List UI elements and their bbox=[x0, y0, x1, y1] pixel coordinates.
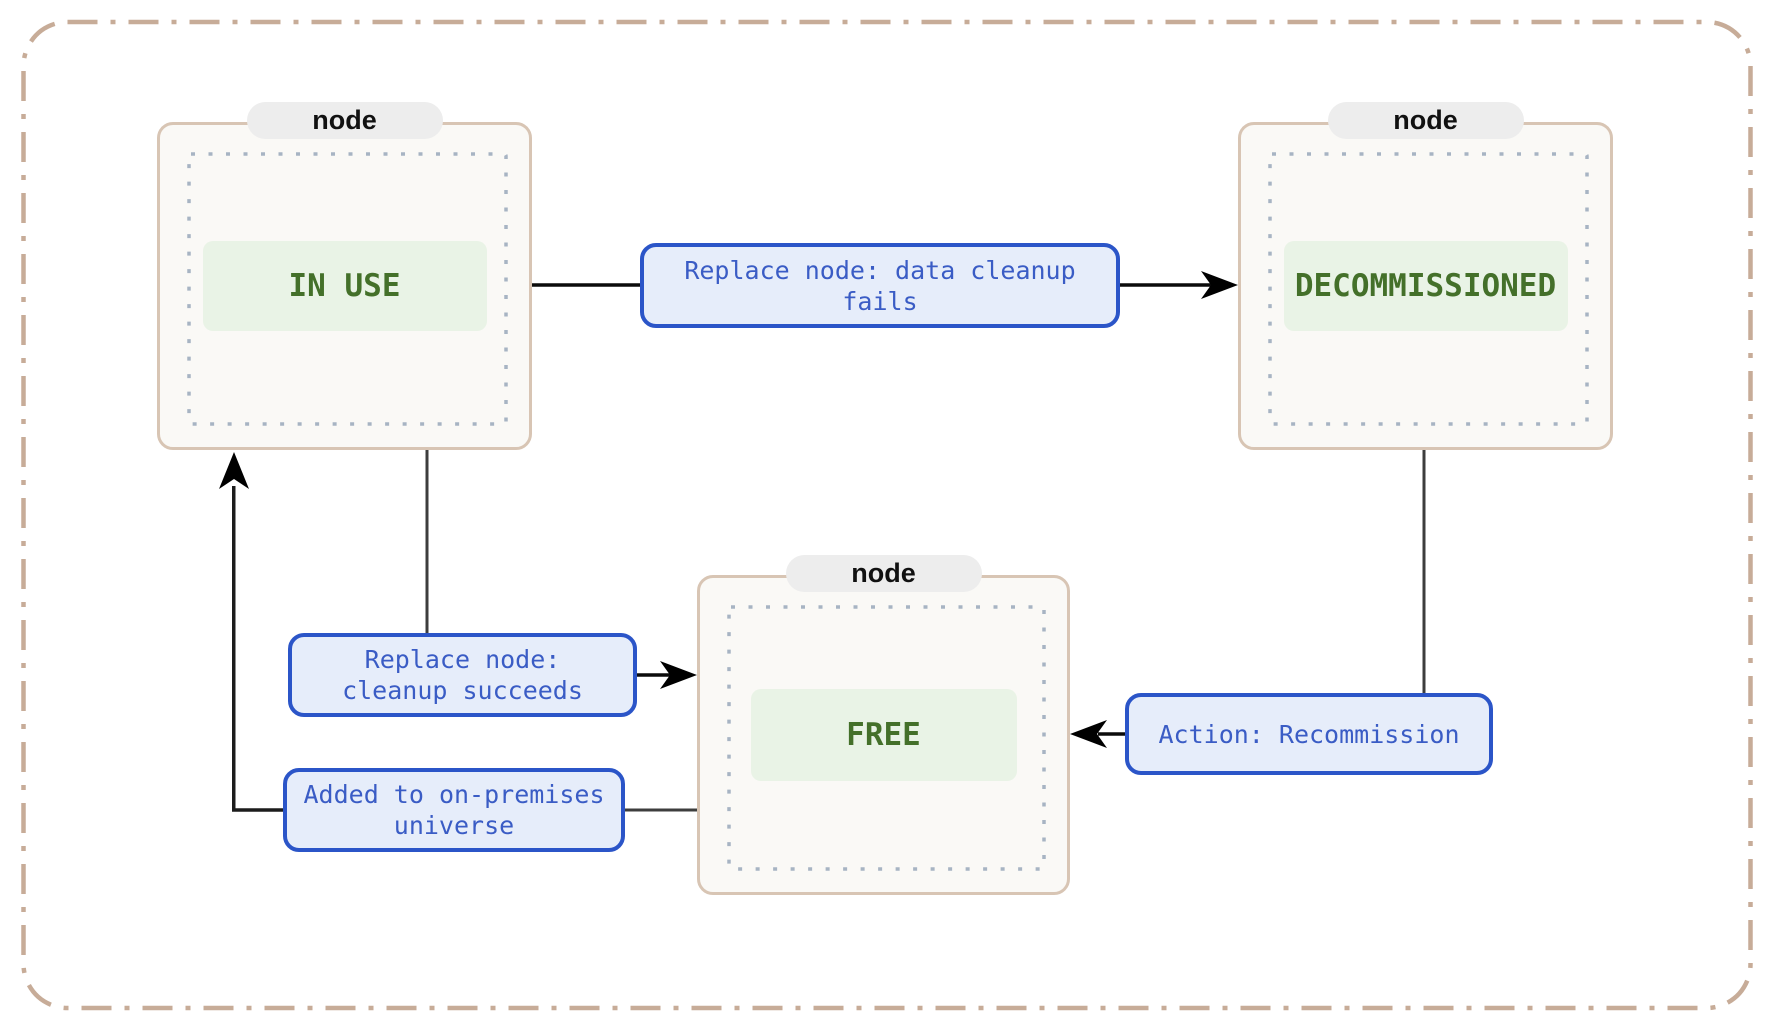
arrowhead-into-decommissioned bbox=[1201, 271, 1238, 299]
arrowhead-into-inuse-bottom bbox=[219, 452, 249, 489]
node-tab: node bbox=[1327, 102, 1524, 139]
edge-label-line: universe bbox=[393, 811, 515, 840]
arrowhead-into-free-right bbox=[1070, 720, 1107, 748]
edge-label-line: Added to on-premises bbox=[303, 780, 605, 809]
state-label: DECOMMISSIONED bbox=[1294, 268, 1557, 304]
state-pill-in-use: IN USE bbox=[202, 241, 487, 331]
node-tab: node bbox=[785, 555, 982, 592]
edge-label-replace-node-cleanup-succeeds: Replace node: cleanup succeeds bbox=[288, 633, 637, 717]
node-tab-label: node bbox=[312, 105, 377, 135]
state-node-in-use: node IN USE bbox=[157, 102, 532, 450]
state-pill-free: FREE bbox=[750, 689, 1017, 781]
state-node-decommissioned: node DECOMMISSIONED bbox=[1238, 102, 1613, 450]
edge-label-line: Replace node: data cleanup bbox=[684, 255, 1076, 285]
edge-label-action-recommission: Action: Recommission bbox=[1125, 693, 1493, 775]
node-tab-label: node bbox=[1393, 105, 1458, 135]
state-node-free: node FREE bbox=[697, 555, 1070, 895]
arrowhead-into-free-left bbox=[660, 661, 697, 689]
edge-label-line: Action: Recommission bbox=[1158, 719, 1460, 749]
edge-line-label3-to-inuse bbox=[232, 486, 285, 812]
outer-dashed-frame bbox=[21, 19, 1753, 1011]
edge-label-replace-node-data-cleanup-fails: Replace node: data cleanup fails bbox=[640, 243, 1120, 328]
edge-label-line: fails bbox=[842, 286, 918, 316]
state-pill-decommissioned: DECOMMISSIONED bbox=[1283, 241, 1568, 331]
edge-label-added-to-on-premises-universe: Added to on-premises universe bbox=[283, 768, 625, 852]
state-label: IN USE bbox=[288, 268, 401, 304]
edge-label-line: Replace node: bbox=[364, 645, 561, 674]
state-label: FREE bbox=[846, 717, 921, 753]
edge-label-line: cleanup succeeds bbox=[342, 676, 583, 705]
node-tab-label: node bbox=[851, 558, 916, 588]
node-tab: node bbox=[246, 102, 443, 139]
